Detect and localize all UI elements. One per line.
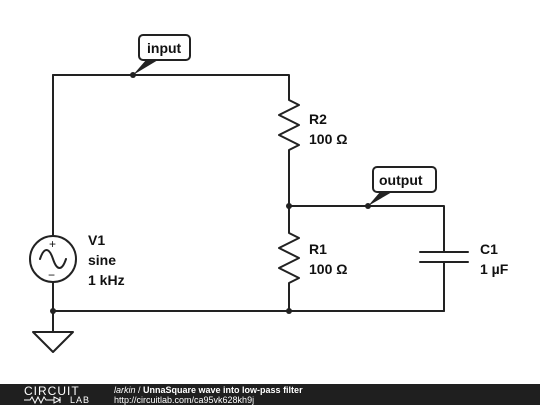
- v1-type: sine: [88, 252, 116, 268]
- resistor-r1[interactable]: [278, 227, 300, 290]
- logo-text-top: CIRCUIT: [24, 384, 80, 398]
- footer-bar: CIRCUIT LAB larkin / UnnaSquare wave int…: [0, 384, 540, 405]
- input-tag-label: input: [147, 40, 182, 56]
- net-tag-output[interactable]: output: [368, 166, 437, 206]
- schematic-canvas: R2 100 Ω R1 100 Ω C1 1 µF + − V1 sine 1 …: [29, 34, 509, 353]
- logo-zigzag-icon: [24, 396, 62, 404]
- ground-symbol: [32, 310, 74, 353]
- author-link[interactable]: larkin: [114, 385, 136, 395]
- wire-top: [52, 74, 290, 96]
- output-tag-label: output: [379, 172, 423, 188]
- logo-text-bottom: LAB: [70, 395, 91, 405]
- v1-value: 1 kHz: [88, 272, 125, 288]
- c1-name: C1: [480, 241, 498, 257]
- wire-output: [288, 205, 445, 253]
- circuitlab-logo[interactable]: CIRCUIT LAB: [20, 384, 108, 405]
- resistor-r2[interactable]: [278, 94, 300, 157]
- circuit-url[interactable]: http://circuitlab.com/ca95vk628kh9j: [114, 395, 255, 405]
- junction-mid: [286, 203, 292, 209]
- junction-bottom-mid: [286, 308, 292, 314]
- footer-meta: larkin / UnnaSquare wave into low-pass f…: [114, 385, 303, 405]
- circuit-title: UnnaSquare wave into low-pass filter: [143, 385, 303, 395]
- voltage-source-v1[interactable]: [29, 235, 77, 283]
- r2-name: R2: [309, 111, 327, 127]
- junction-bottom-left: [50, 308, 56, 314]
- capacitor-c1[interactable]: [419, 251, 469, 263]
- r2-value: 100 Ω: [309, 131, 347, 147]
- c1-value: 1 µF: [480, 261, 509, 277]
- v1-minus-sign: −: [48, 268, 55, 282]
- author-separator: /: [135, 385, 144, 395]
- r1-value: 100 Ω: [309, 261, 347, 277]
- net-tag-input[interactable]: input: [133, 34, 191, 75]
- r1-name: R1: [309, 241, 327, 257]
- v1-plus-sign: +: [49, 237, 56, 251]
- v1-name: V1: [88, 232, 105, 248]
